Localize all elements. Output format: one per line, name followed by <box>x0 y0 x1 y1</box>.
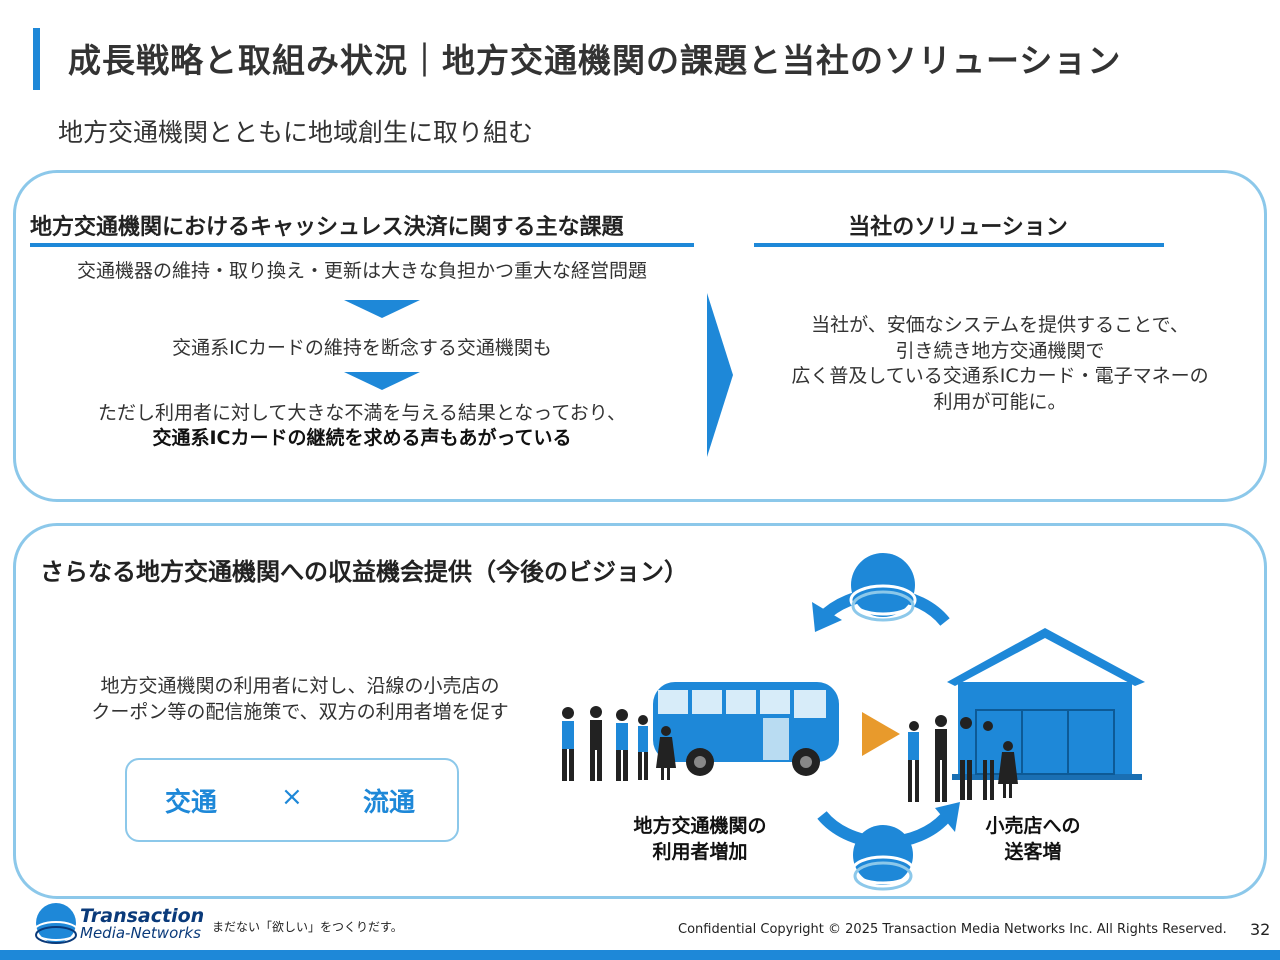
down-arrow-icon <box>344 372 420 390</box>
solution-text-2: 引き続き地方交通機関で <box>740 336 1260 363</box>
issue-text-2: 交通系ICカードの維持を断念する交通機関も <box>30 333 694 360</box>
caption-store-customers: 小売店への 送客増 <box>945 813 1121 865</box>
globe-icon <box>853 825 913 889</box>
solution-heading-underline <box>754 243 1164 247</box>
down-arrow-icon <box>344 300 420 318</box>
footer-accent-bar <box>0 950 1280 960</box>
issues-heading-underline <box>30 243 694 247</box>
copyright-text: Confidential Copyright © 2025 Transactio… <box>678 922 1227 937</box>
solution-text-1: 当社が、安価なシステムを提供することで、 <box>740 310 1260 337</box>
globe-icon <box>851 553 915 620</box>
issues-heading: 地方交通機関におけるキャッシュレス決済に関する主な課題 <box>30 209 624 241</box>
page-subtitle: 地方交通機関とともに地域創生に取り組む <box>58 113 533 149</box>
issue-text-4: 交通系ICカードの継続を求める声もあがっている <box>30 423 694 450</box>
caption-transit-line1: 地方交通機関の <box>590 813 810 839</box>
solution-heading: 当社のソリューション <box>754 209 1162 241</box>
right-arrow-icon <box>707 293 733 457</box>
pill-multiply-symbol: × <box>281 782 303 812</box>
company-logo-icon <box>32 901 80 947</box>
vision-desc-1: 地方交通機関の利用者に対し、沿線の小売店の <box>40 671 560 698</box>
pill-retail-label: 流通 <box>363 782 415 819</box>
company-tagline: まだない「欲しい」をつくりだす。 <box>212 918 403 935</box>
issue-text-3: ただし利用者に対して大きな不満を与える結果となっており、 <box>30 398 694 425</box>
caption-transit-users: 地方交通機関の 利用者増加 <box>590 813 810 865</box>
title-accent-bar <box>33 28 40 90</box>
bus-icon <box>653 682 839 776</box>
transport-retail-badge: 交通 × 流通 <box>125 758 459 842</box>
page-number: 32 <box>1250 920 1270 939</box>
vision-desc-2: クーポン等の配信施策で、双方の利用者増を促す <box>40 697 560 724</box>
solution-text-4: 利用が可能に。 <box>740 387 1260 414</box>
issue-text-1: 交通機器の維持・取り換え・更新は大きな負担かつ重大な経営問題 <box>30 256 694 283</box>
pill-transport-label: 交通 <box>165 782 217 819</box>
store-icon <box>947 628 1145 780</box>
orange-right-arrow-icon <box>862 712 900 756</box>
caption-store-line2: 送客増 <box>945 839 1121 865</box>
page-title: 成長戦略と取組み状況｜地方交通機関の課題と当社のソリューション <box>68 34 1121 82</box>
solution-text-3: 広く普及している交通系ICカード・電子マネーの <box>740 361 1260 388</box>
caption-store-line1: 小売店への <box>945 813 1121 839</box>
caption-transit-line2: 利用者増加 <box>590 839 810 865</box>
logo-text-line2: Media-Networks <box>80 924 201 942</box>
